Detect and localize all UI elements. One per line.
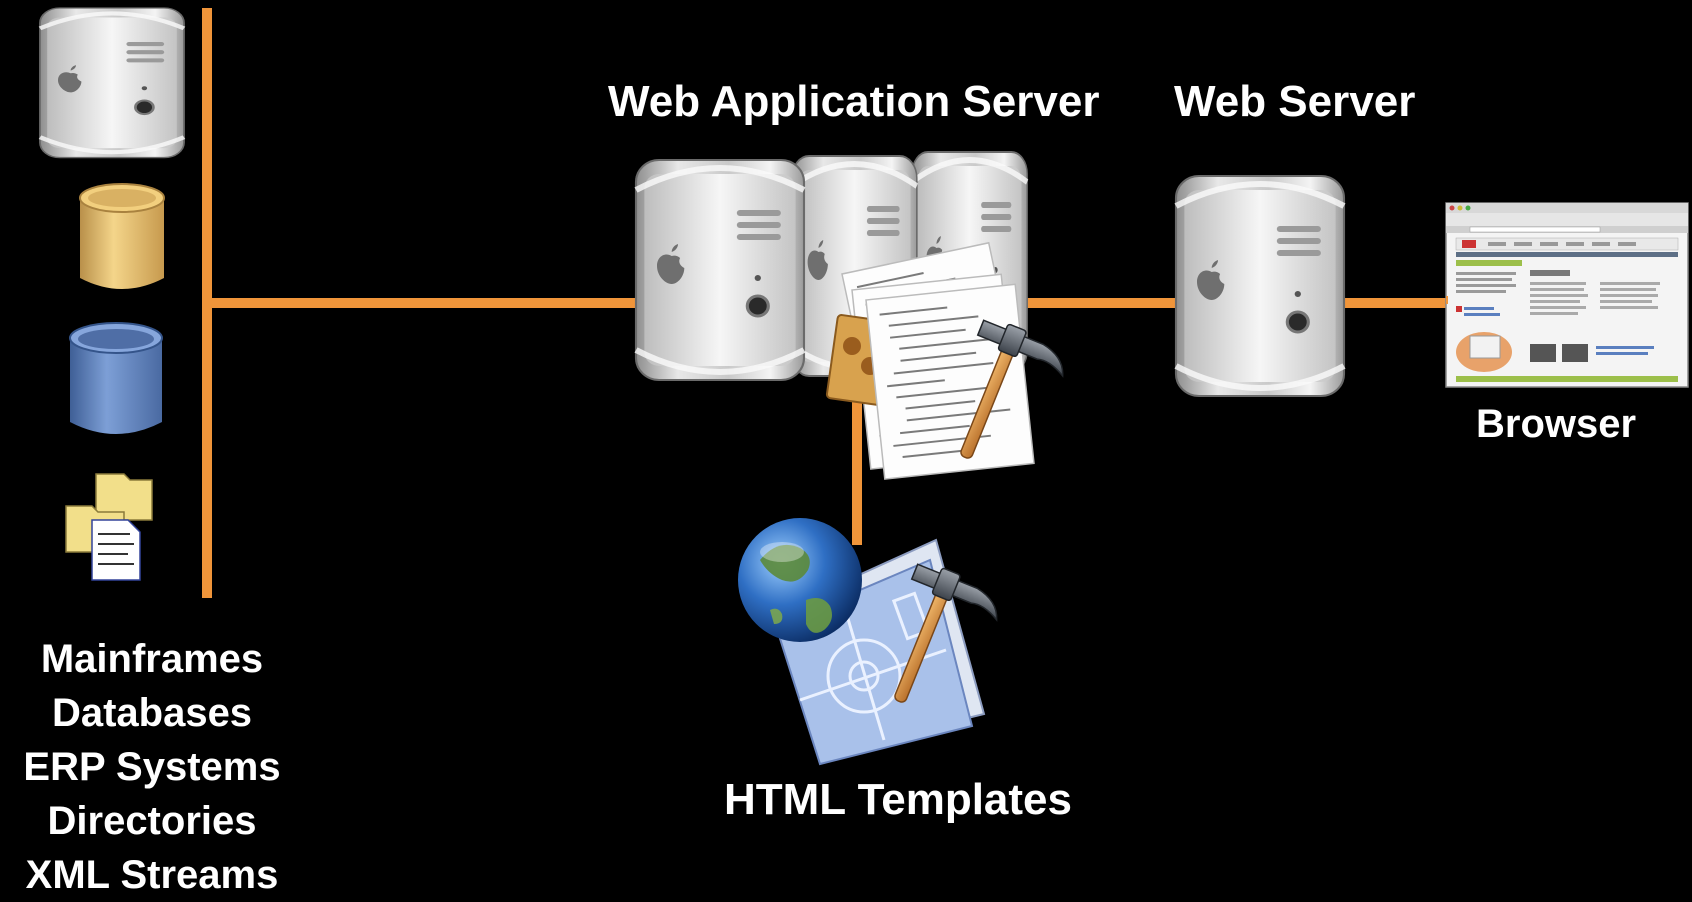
data-source-databases: Databases [51,691,253,735]
browser-window-icon [1445,202,1689,388]
data-source-mainframes: Mainframes [40,637,264,681]
globe-blueprint-hammer-icon [738,518,1008,766]
web-application-server-label: Web Application Server [608,77,1100,126]
browser-label: Browser [1476,402,1637,446]
data-sources-list: Mainframes Databases ERP Systems Directo… [0,632,304,902]
blue-database-icon [69,322,163,434]
server-tower-icon [40,8,184,158]
data-source-xml-streams: XML Streams [25,853,279,897]
web-server-label: Web Server [1174,77,1416,126]
data-source-directories: Directories [47,799,257,843]
source-code-hammer-icon [825,241,1074,481]
html-templates-label: HTML Templates [724,775,1072,824]
server-tower-icon [636,160,804,380]
folders-documents-icon [65,473,153,581]
data-source-erp-systems: ERP Systems [23,745,281,789]
web-server-tower-icon [1176,176,1344,396]
yellow-database-icon [79,183,165,289]
